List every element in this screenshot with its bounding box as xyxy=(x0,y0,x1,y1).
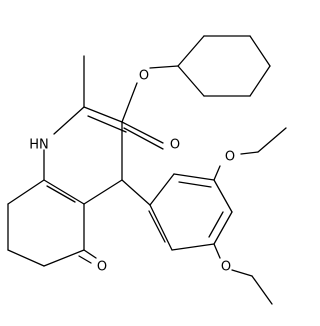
ring-nh-label: HN xyxy=(29,138,49,153)
ketone-oxygen-label: O xyxy=(97,260,107,275)
dihydropyridine-ring xyxy=(43,55,127,205)
ethoxy-group-bonds xyxy=(213,127,287,305)
atom-labels: O O HN O O O xyxy=(29,69,235,275)
para-ethoxy-oxygen-label: O xyxy=(221,260,231,275)
meta-ethoxy-oxygen-label: O xyxy=(225,150,235,165)
aryl-ring xyxy=(121,173,233,251)
cyclohexyl-ring xyxy=(177,35,271,97)
ester-carbonyl-oxygen-label: O xyxy=(170,138,180,153)
ester-group-bonds xyxy=(121,65,179,150)
cyclohexenone-ring xyxy=(7,179,97,267)
ester-ether-oxygen-label: O xyxy=(139,69,149,84)
